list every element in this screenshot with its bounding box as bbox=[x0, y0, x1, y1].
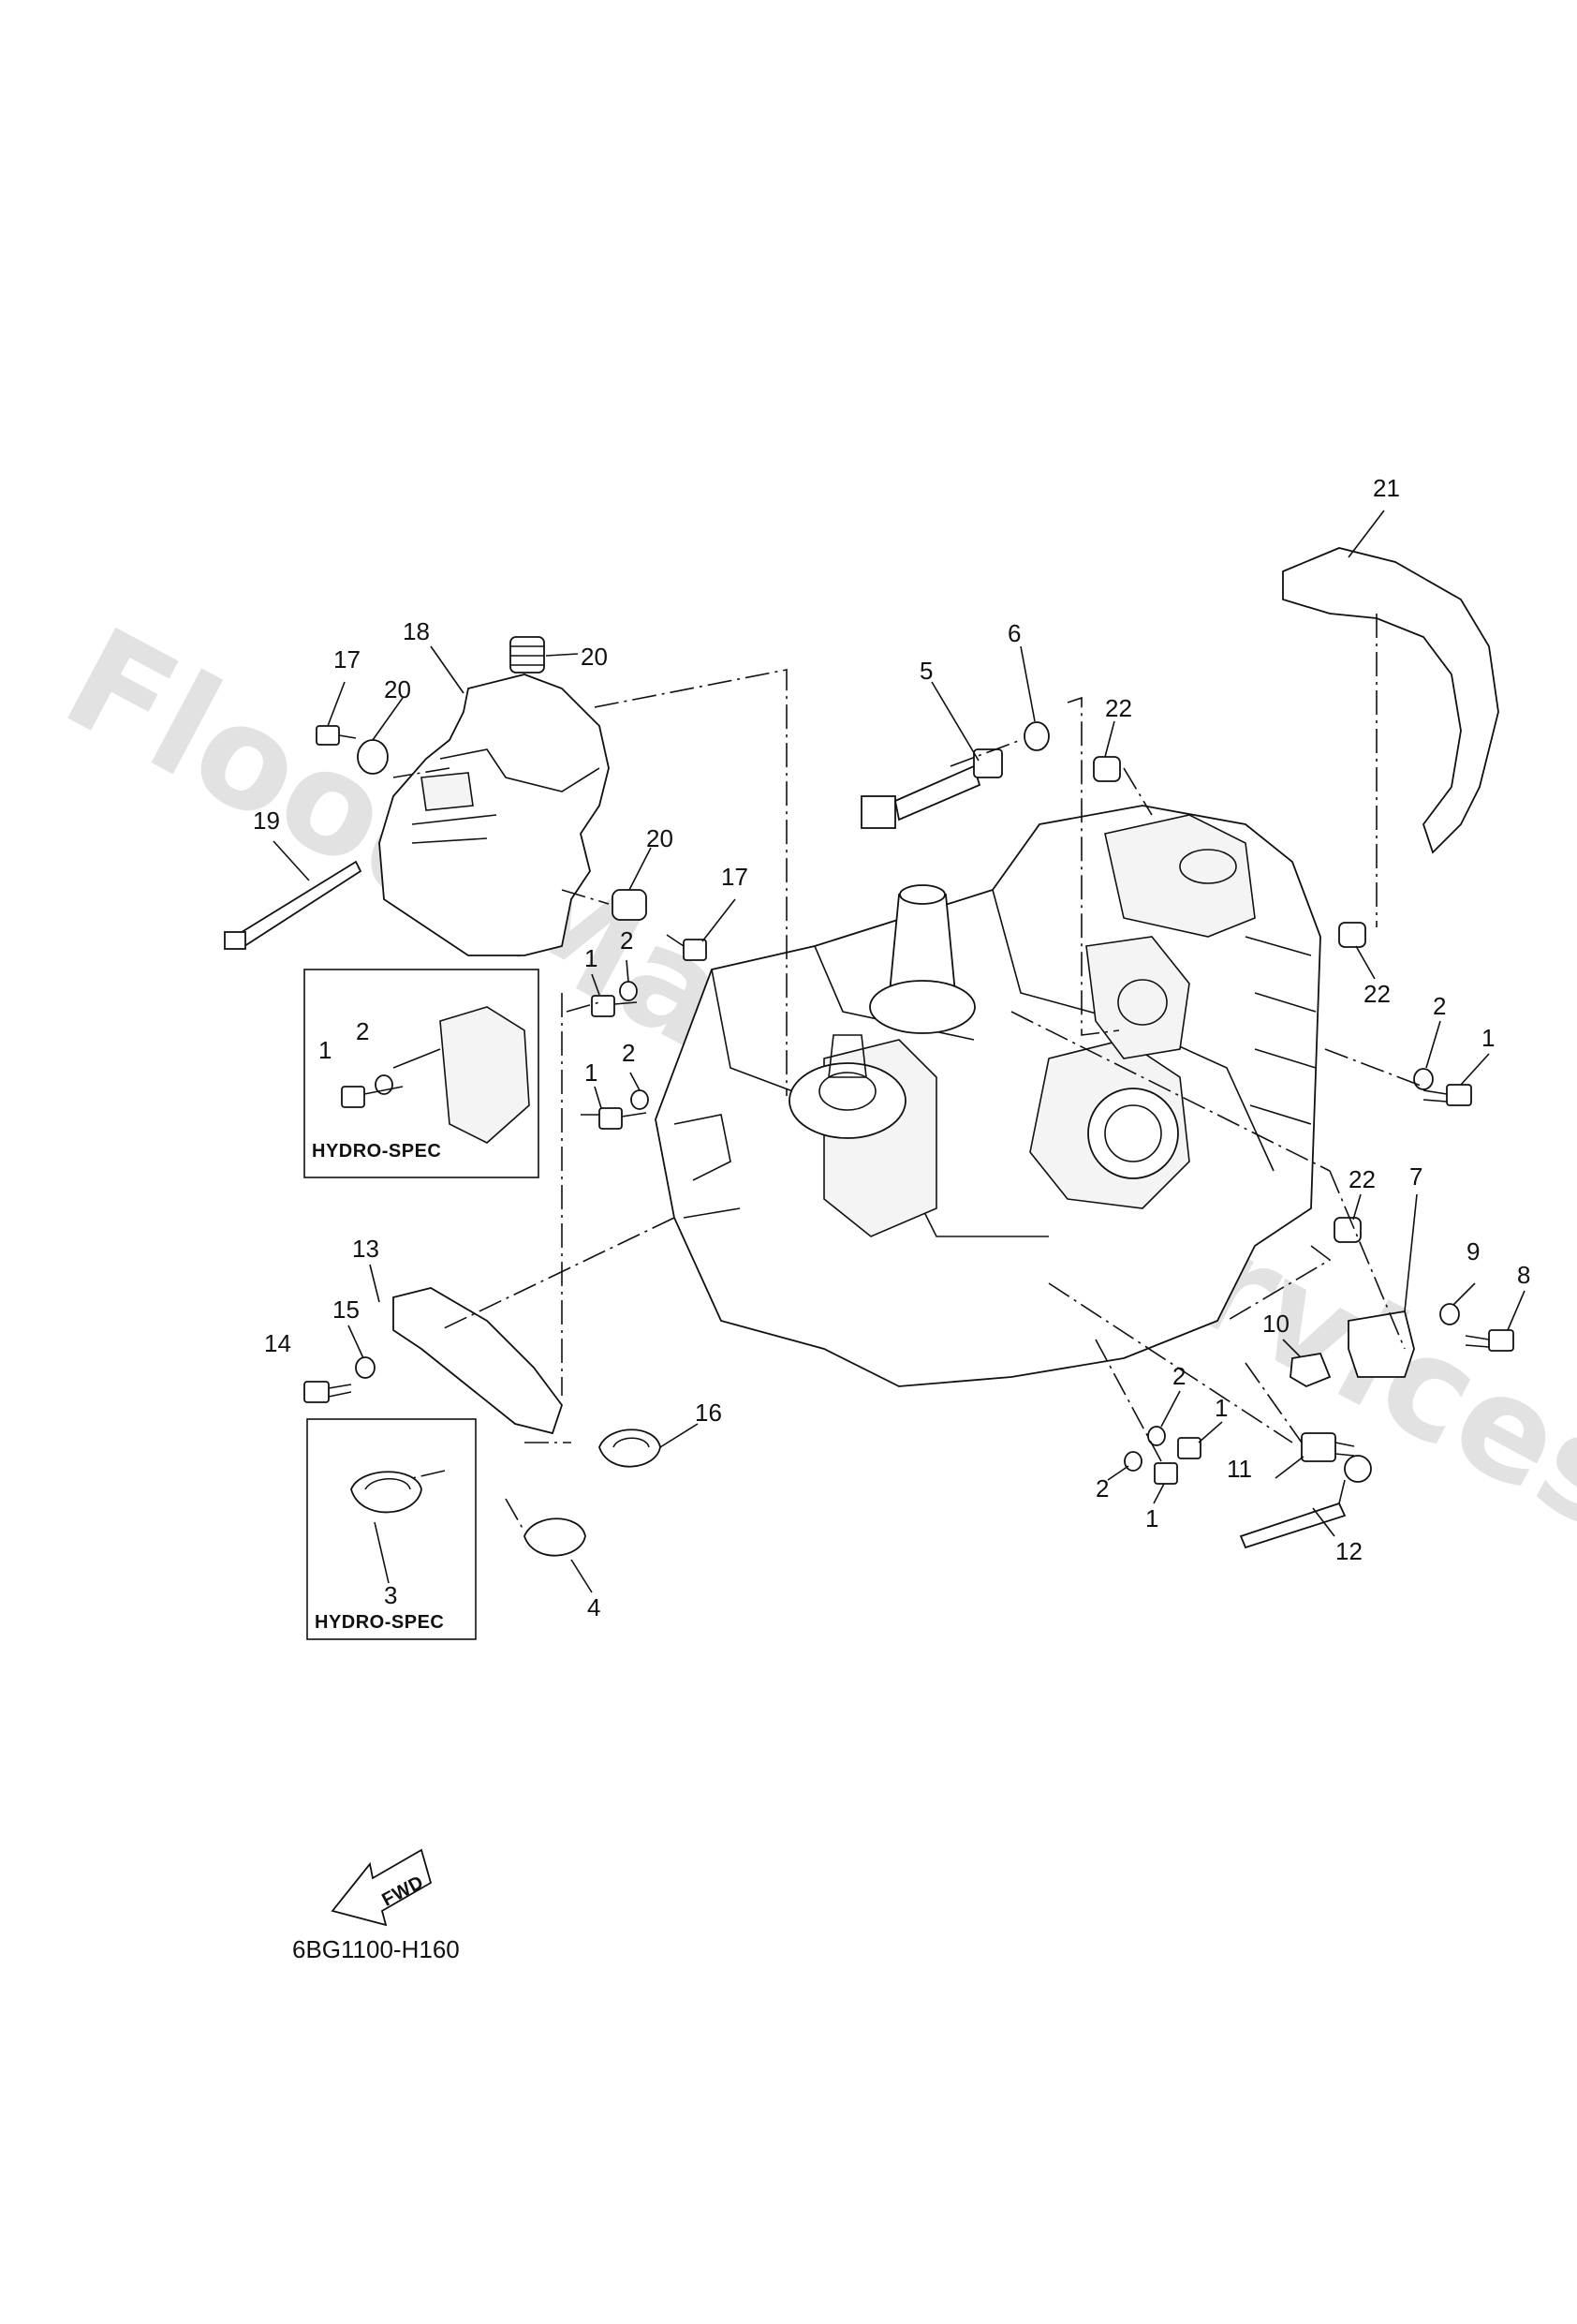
callout-14: 14 bbox=[264, 1329, 291, 1357]
bracket-21 bbox=[1282, 547, 1499, 854]
bolt-1-right bbox=[1422, 1084, 1472, 1106]
callout-13: 13 bbox=[352, 1235, 379, 1263]
washer-15 bbox=[355, 1356, 376, 1379]
hydro-spec-box-top: HYDRO-SPEC 1 2 bbox=[303, 969, 539, 1178]
callout-1-e: 1 bbox=[1215, 1394, 1228, 1422]
callout-2-f: 2 bbox=[1096, 1474, 1109, 1502]
hydro-spec-box-bottom: HYDRO-SPEC bbox=[306, 1418, 477, 1640]
sensor-11 bbox=[1301, 1432, 1355, 1462]
callout-22-b: 22 bbox=[1363, 980, 1391, 1008]
callout-22-c: 22 bbox=[1349, 1165, 1376, 1193]
bolt-1-lower-b bbox=[1154, 1462, 1178, 1485]
callout-1-a: 1 bbox=[584, 944, 597, 972]
sensor-12 bbox=[1239, 1455, 1372, 1549]
callout-1-box: 1 bbox=[318, 1036, 332, 1064]
cable-tie-19 bbox=[224, 860, 362, 950]
bolt-14 bbox=[303, 1381, 352, 1403]
grommet-22-b bbox=[1338, 922, 1366, 948]
bracket-7 bbox=[1348, 1310, 1415, 1378]
washer-2-right bbox=[1413, 1068, 1434, 1090]
callout-1-f: 1 bbox=[1145, 1504, 1158, 1532]
callout-6: 6 bbox=[1008, 619, 1021, 647]
diagram-code: 6BG1100-H160 bbox=[292, 1935, 460, 1963]
callout-12: 12 bbox=[1335, 1537, 1363, 1565]
bracket-13 bbox=[392, 1287, 564, 1435]
fwd-arrow: FWD bbox=[331, 1848, 433, 1927]
clip-16 bbox=[598, 1428, 661, 1468]
callout-2-a: 2 bbox=[620, 926, 633, 955]
top-cover bbox=[378, 674, 610, 956]
callout-2-box: 2 bbox=[356, 1017, 369, 1045]
callouts: 21 6 5 22 22 22 17 18 20 20 20 19 17 1 2… bbox=[253, 474, 1530, 1621]
callout-20-c: 20 bbox=[646, 824, 673, 852]
sensor-5 bbox=[861, 748, 1003, 829]
bolt-1-upper-left bbox=[591, 995, 638, 1017]
clip-10 bbox=[1290, 1352, 1332, 1387]
callout-1-d: 1 bbox=[1481, 1024, 1495, 1052]
callout-2-d: 2 bbox=[1433, 992, 1446, 1020]
callout-22-a: 22 bbox=[1105, 694, 1132, 722]
bolt-17-lower bbox=[666, 934, 707, 961]
callout-2-b: 2 bbox=[622, 1039, 635, 1067]
callout-20-b: 20 bbox=[384, 675, 411, 703]
callout-3: 3 bbox=[384, 1581, 397, 1609]
washer-2-lower-a bbox=[1147, 1426, 1166, 1446]
callout-8: 8 bbox=[1517, 1261, 1530, 1289]
grommet-20-lower bbox=[612, 889, 647, 921]
washer-2-lower-b bbox=[1124, 1451, 1142, 1472]
callout-11: 11 bbox=[1227, 1455, 1252, 1483]
grommet-20-left bbox=[357, 739, 389, 775]
callout-5: 5 bbox=[920, 657, 933, 685]
grommet-22-a bbox=[1093, 756, 1121, 782]
bolt-1-mid-left bbox=[598, 1107, 647, 1130]
callout-16: 16 bbox=[695, 1399, 722, 1427]
oring-6 bbox=[1024, 721, 1050, 751]
callout-17-b: 17 bbox=[721, 863, 748, 891]
callout-1-b: 1 bbox=[584, 1058, 597, 1087]
hydro-spec-label-top: HYDRO-SPEC bbox=[312, 1141, 441, 1162]
engine-block bbox=[655, 805, 1321, 1387]
grommet-20-top bbox=[509, 636, 545, 674]
callout-18: 18 bbox=[403, 617, 430, 645]
callout-15: 15 bbox=[332, 1295, 360, 1324]
callout-19: 19 bbox=[253, 807, 280, 835]
callout-2-e: 2 bbox=[1172, 1362, 1186, 1390]
callout-9: 9 bbox=[1466, 1237, 1480, 1266]
washer-2-upper-left bbox=[619, 981, 638, 1001]
bolt-8 bbox=[1465, 1329, 1514, 1352]
hydro-spec-label-bottom: HYDRO-SPEC bbox=[315, 1612, 444, 1633]
grommet-22-c bbox=[1334, 1217, 1362, 1243]
washer-9 bbox=[1439, 1303, 1460, 1325]
callout-7: 7 bbox=[1409, 1162, 1422, 1191]
bolt-1-lower-a bbox=[1177, 1437, 1201, 1459]
callout-4: 4 bbox=[587, 1593, 600, 1621]
washer-2-mid-left bbox=[630, 1089, 649, 1110]
callout-21: 21 bbox=[1373, 474, 1400, 502]
callout-10: 10 bbox=[1262, 1310, 1290, 1338]
leader-lines bbox=[273, 510, 1525, 1593]
callout-17-a: 17 bbox=[333, 645, 361, 674]
clip-4 bbox=[523, 1517, 586, 1557]
callout-20-a: 20 bbox=[581, 643, 608, 671]
